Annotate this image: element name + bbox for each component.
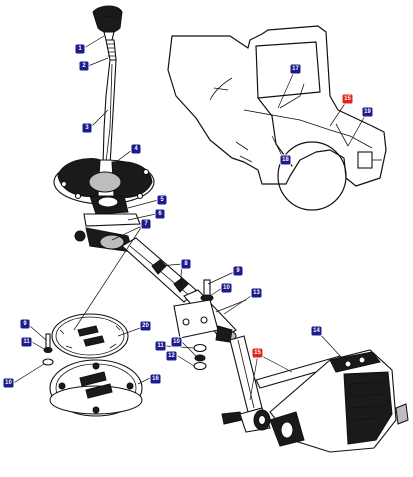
- gearbox: [269, 349, 409, 453]
- callout-19[interactable]: 19: [361, 106, 374, 118]
- callout-7-badge: [140, 218, 152, 230]
- callout-16[interactable]: 16: [149, 373, 162, 385]
- callout-7-label: 7: [144, 221, 148, 227]
- callout-8[interactable]: 8: [180, 258, 192, 270]
- callout-15-inset-badge: [341, 93, 354, 105]
- callout-17-badge: [289, 63, 302, 75]
- callout-5[interactable]: 5: [156, 194, 168, 206]
- base-plate: [49, 359, 143, 417]
- callout-13[interactable]: 13: [250, 287, 263, 299]
- callout-9-upper-label: 9: [236, 268, 240, 274]
- callout-1-label: 1: [78, 46, 82, 52]
- callout-3[interactable]: 3: [81, 122, 93, 134]
- callout-16-badge: [149, 373, 162, 385]
- pivot-assembly: [74, 195, 141, 253]
- truck-cab-inset: [167, 25, 387, 211]
- callout-6-label: 6: [158, 211, 162, 217]
- callout-18[interactable]: 18: [279, 154, 292, 166]
- callout-6[interactable]: 6: [154, 208, 166, 220]
- callout-7[interactable]: 7: [140, 218, 152, 230]
- callout-15-lower-badge: [251, 347, 264, 359]
- callout-15-inset[interactable]: 15: [341, 93, 354, 105]
- callout-8-badge: [180, 258, 192, 270]
- callout-5-badge: [156, 194, 168, 206]
- callout-3-badge: [81, 122, 93, 134]
- callout-10-left-badge: [2, 377, 15, 389]
- callout-5-label: 5: [160, 197, 164, 203]
- callout-17-label: 17: [292, 66, 299, 72]
- callout-13-label: 13: [253, 290, 260, 296]
- callout-10-right-badge: [170, 336, 183, 348]
- callout-10-right[interactable]: 10: [170, 336, 183, 348]
- callout-11-right-label: 11: [157, 343, 164, 349]
- callout-19-badge: [361, 106, 374, 118]
- callout-19-label: 19: [364, 109, 371, 115]
- callout-15-lower-label: 15: [254, 350, 261, 356]
- callout-10-upper-badge: [220, 282, 233, 294]
- lower-linkage: [221, 335, 345, 433]
- callout-16-label: 16: [152, 376, 159, 382]
- callout-9-upper-badge: [232, 265, 244, 277]
- callout-12-label: 12: [168, 353, 175, 359]
- callout-17[interactable]: 17: [289, 63, 302, 75]
- callout-13-badge: [250, 287, 263, 299]
- callout-20-label: 20: [142, 323, 149, 329]
- callout-9-left[interactable]: 9: [19, 318, 31, 330]
- callout-10-left[interactable]: 10: [2, 377, 15, 389]
- callout-4[interactable]: 4: [130, 143, 142, 155]
- right-washer-hardware: [193, 343, 207, 371]
- callout-10-right-label: 10: [173, 339, 180, 345]
- callout-11-right-badge: [154, 340, 167, 352]
- callout-15-lower[interactable]: 15: [251, 347, 264, 359]
- callout-2-label: 2: [82, 63, 86, 69]
- callout-12-badge: [165, 350, 178, 362]
- callout-2[interactable]: 2: [78, 60, 90, 72]
- callout-8-label: 8: [184, 261, 188, 267]
- callout-14[interactable]: 14: [310, 325, 323, 337]
- callout-4-label: 4: [134, 146, 138, 152]
- callout-6-badge: [154, 208, 166, 220]
- callout-11-left-label: 11: [23, 339, 30, 345]
- callout-9-upper[interactable]: 9: [232, 265, 244, 277]
- callout-20-badge: [139, 320, 152, 332]
- callout-11-left-badge: [20, 336, 33, 348]
- callout-12[interactable]: 12: [165, 350, 178, 362]
- callout-10-left-label: 10: [5, 380, 12, 386]
- callout-11-left[interactable]: 11: [20, 336, 33, 348]
- callout-10-upper[interactable]: 10: [220, 282, 233, 294]
- callout-3-label: 3: [85, 125, 89, 131]
- callout-14-label: 14: [313, 328, 320, 334]
- callout-18-badge: [279, 154, 292, 166]
- left-bolt-hardware: [42, 333, 54, 366]
- callout-10-upper-label: 10: [223, 285, 230, 291]
- bracket-group: [173, 279, 247, 343]
- callout-4-badge: [130, 143, 142, 155]
- gear-knob: [92, 5, 123, 41]
- callout-18-label: 18: [282, 157, 289, 163]
- lever-boot: [53, 158, 155, 205]
- cover-plate: [51, 313, 129, 359]
- callout-15-inset-label: 15: [344, 96, 351, 102]
- callout-20[interactable]: 20: [139, 320, 152, 332]
- callout-11-right[interactable]: 11: [154, 340, 167, 352]
- callout-9-left-badge: [19, 318, 31, 330]
- callout-1-badge: [74, 43, 86, 55]
- callout-1[interactable]: 1: [74, 43, 86, 55]
- callout-2-badge: [78, 60, 90, 72]
- callouts: 1 2 3 4 5 6 7 8 9 10 13 14 15 9 11 10 20…: [2, 43, 374, 389]
- leader-lines: [11, 35, 367, 401]
- callout-14-badge: [310, 325, 323, 337]
- callout-9-left-label: 9: [23, 321, 27, 327]
